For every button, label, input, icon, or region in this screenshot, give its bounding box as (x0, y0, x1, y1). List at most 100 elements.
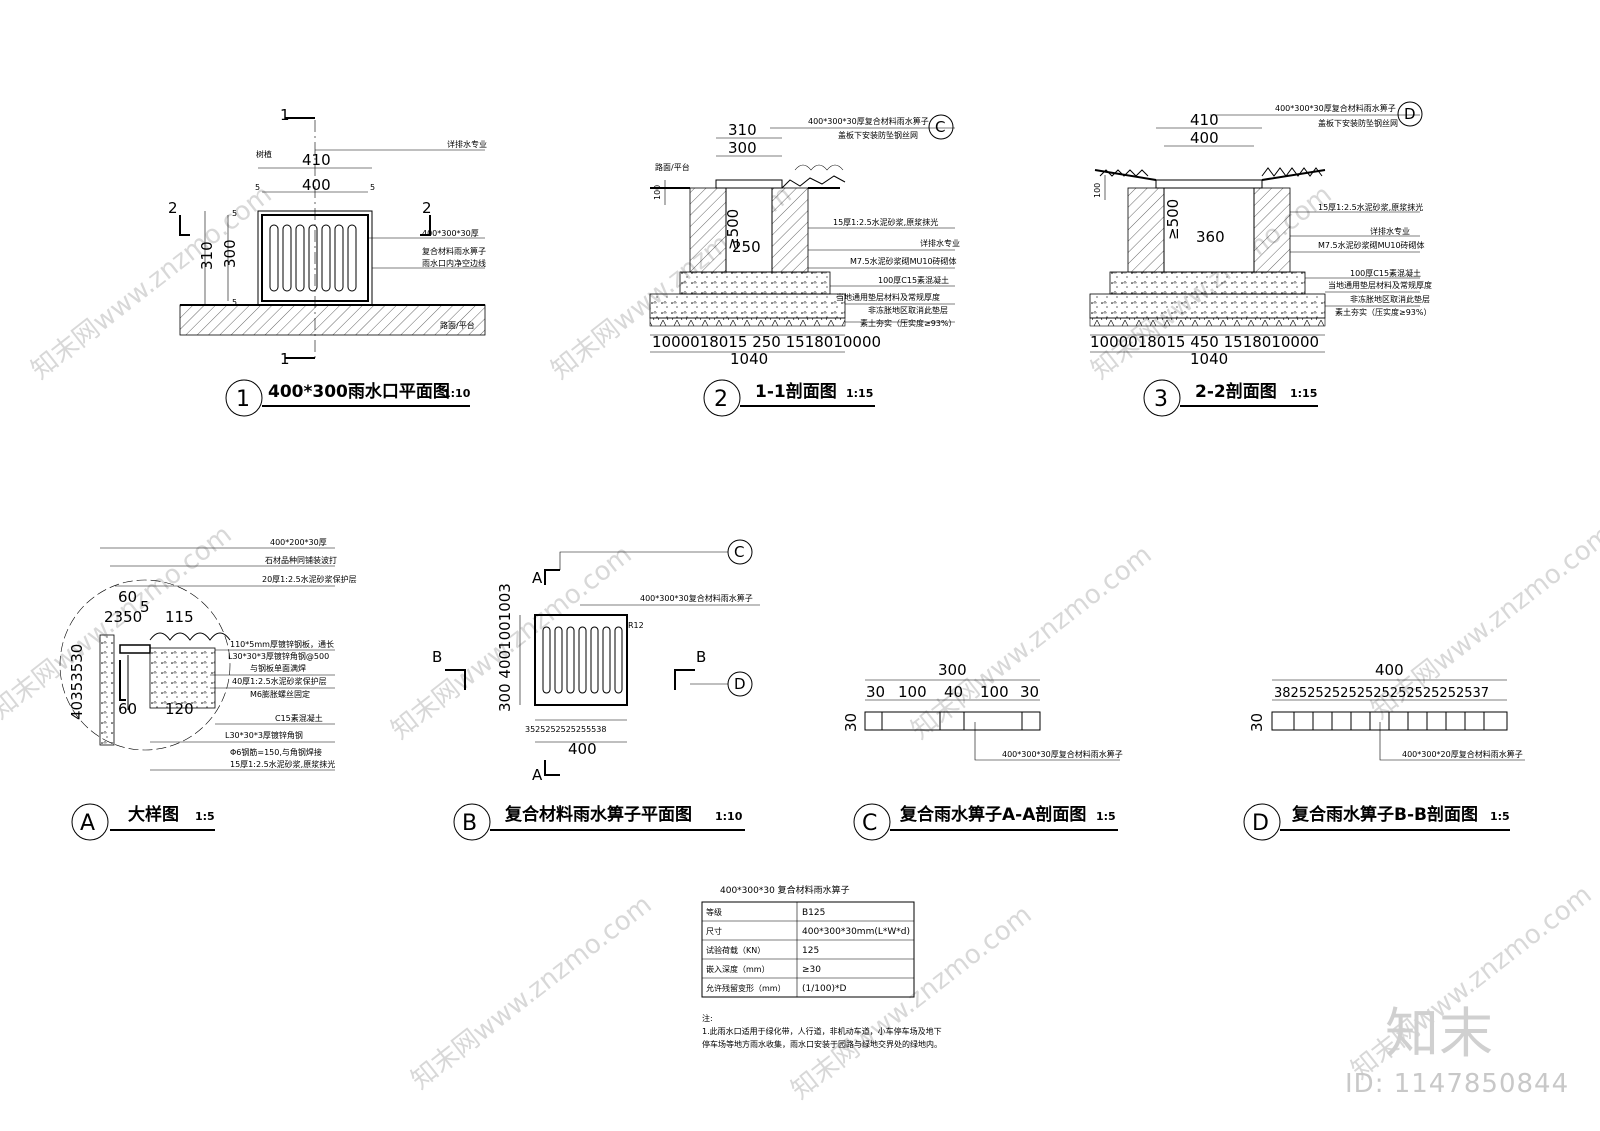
dim-text: 300 (938, 661, 967, 679)
dim-text: 30 (866, 683, 885, 701)
cut-label: 2 (422, 199, 432, 217)
table-cell-label: 等级 (706, 907, 722, 917)
note-text: Φ6钢筋=150,与角钢焊接 (230, 747, 322, 757)
dim-text: 300 (221, 239, 239, 268)
grass-profile (1099, 169, 1149, 177)
paving-line (1094, 169, 1326, 181)
brick-wall-right (771, 187, 809, 273)
view-a-detail: 60 2350 5 115 40353530 60 120 400*200*30… (59, 538, 357, 841)
leader-line (808, 227, 955, 323)
dim-text: 1000018015 450 1518010000 (1090, 333, 1319, 351)
note-text: 400*300*30厚复合材料雨水箅子 (1002, 749, 1123, 759)
view-2-section: 310 300 100 ≥500 250 1000018015 250 1518… (649, 114, 960, 417)
view-scale: 1:10 (443, 387, 471, 400)
dim-text: 3525252525255538 (525, 725, 606, 734)
view-3-section: 410 400 100 ≥500 360 1000018015 450 1518… (1089, 101, 1432, 417)
note-text: 非冻胀地区取消此垫层 (1350, 294, 1430, 304)
view-marker: 2 (714, 387, 728, 412)
angle-steel (119, 660, 126, 701)
view-marker: 1 (236, 387, 250, 412)
leader-line (110, 565, 335, 771)
inlet-cavity (1163, 187, 1255, 273)
view-marker-circle (853, 803, 891, 841)
view-title: 400*300雨水口平面图 (268, 381, 450, 402)
table-cell-label: 嵌入深度（mm） (706, 964, 770, 974)
view-marker-circle (703, 379, 741, 417)
callout-circle (928, 114, 954, 140)
note-text: 路面/平台 (440, 320, 475, 330)
dim-text: 300 (728, 139, 757, 157)
dim-text: 100 (980, 683, 1009, 701)
note-text: L30*30*3厚镀锌角钢@500 (228, 651, 329, 661)
dim-text: 40353530 (68, 644, 86, 720)
dim-text: 410 (1190, 111, 1219, 129)
table-cell-value: ≥30 (802, 965, 821, 975)
leader-line (1379, 722, 1525, 761)
note-text: 详排水专业 (920, 238, 960, 248)
callout-label: D (1404, 105, 1416, 123)
cut-label: B (696, 648, 706, 666)
table-cell-value: B125 (802, 908, 825, 918)
note-text: 非冻胀地区取消此垫层 (868, 305, 948, 315)
cut-label: A (532, 569, 543, 587)
note-text: 400*300*20厚复合材料雨水箅子 (1402, 749, 1523, 759)
dim-text: 2350 (104, 608, 142, 626)
note-text: M6膨胀螺丝固定 (250, 689, 310, 699)
dim-text: 120 (165, 700, 194, 718)
inlet-cavity (725, 187, 773, 273)
steel-plate (119, 644, 151, 654)
concrete-block (149, 647, 216, 709)
cut-mark (179, 215, 190, 236)
dim-text: 300 4001001003 (496, 583, 514, 712)
view-title: 复合材料雨水箅子平面图 (504, 804, 692, 825)
dim-text: 5 (140, 598, 150, 616)
dim-text: 1040 (730, 350, 768, 368)
view-b-grate-plan: A A B B C D 400*300*30复合材料雨水箅子 R12 300 4… (432, 539, 760, 841)
view-title: 1-1剖面图 (755, 381, 837, 402)
cut-label: 2 (168, 199, 178, 217)
notes-heading: 注: (702, 1013, 713, 1023)
view-marker-circle (1243, 803, 1281, 841)
view-marker: B (462, 811, 477, 836)
dim-text: 310 (728, 121, 757, 139)
view-scale: 1:5 (1096, 810, 1116, 823)
cut-label: A (532, 766, 543, 784)
edge-concrete (99, 634, 115, 746)
view-title: 复合雨水箅子A-A剖面图 (899, 804, 1086, 825)
callout-label: C (935, 118, 945, 136)
image-id: ID: 1147850844 (1345, 1069, 1569, 1099)
dim-text: 30 (842, 713, 860, 732)
dim-text: 310 (198, 241, 216, 270)
notes-block: 注: 1.此雨水口适用于绿化带，人行道，非机动车道，小车停车场及地下 停车场等地… (702, 1013, 942, 1049)
grate-section (1155, 179, 1263, 189)
grass-profile (149, 632, 231, 641)
table-cell-value: (1/100)*D (802, 984, 846, 994)
dim-text: 100 (1093, 183, 1102, 198)
view-marker: D (1252, 811, 1269, 836)
note-text: 100厚C15素混凝土 (1350, 268, 1421, 278)
view-title: 大样图 (128, 804, 179, 825)
callout-circle (1397, 101, 1423, 127)
cut-mark (544, 569, 560, 776)
note-text: L30*30*3厚镀锌角钢 (225, 730, 303, 740)
detail-boundary (59, 579, 231, 751)
note-text: 15厚1:2.5水泥砂浆,原浆抹光 (230, 759, 335, 769)
dim-text: 1040 (1190, 350, 1228, 368)
view-scale: 1:10 (715, 810, 743, 823)
rib-lines (881, 712, 1023, 730)
view-title: 复合雨水箅子B-B剖面图 (1291, 804, 1478, 825)
view-scale: 1:15 (846, 387, 873, 400)
table-border (701, 901, 915, 998)
cut-label: 1 (280, 106, 290, 124)
note-text: M7.5水泥砂浆砌MU10砖砌体 (850, 256, 957, 266)
view-marker-circle (225, 379, 263, 417)
dim-text: 115 (165, 608, 194, 626)
pavement-hatch (179, 304, 486, 336)
callout-label: D (734, 675, 746, 693)
grass-profile (781, 175, 846, 189)
note-text: 与钢板单面满焊 (250, 663, 306, 673)
table-title: 400*300*30 复合材料雨水箅子 (720, 884, 850, 896)
table-cell-label: 允许残留变形（mm） (706, 983, 786, 993)
note-text: 当地通用垫层材料及常规厚度 (1328, 280, 1432, 290)
